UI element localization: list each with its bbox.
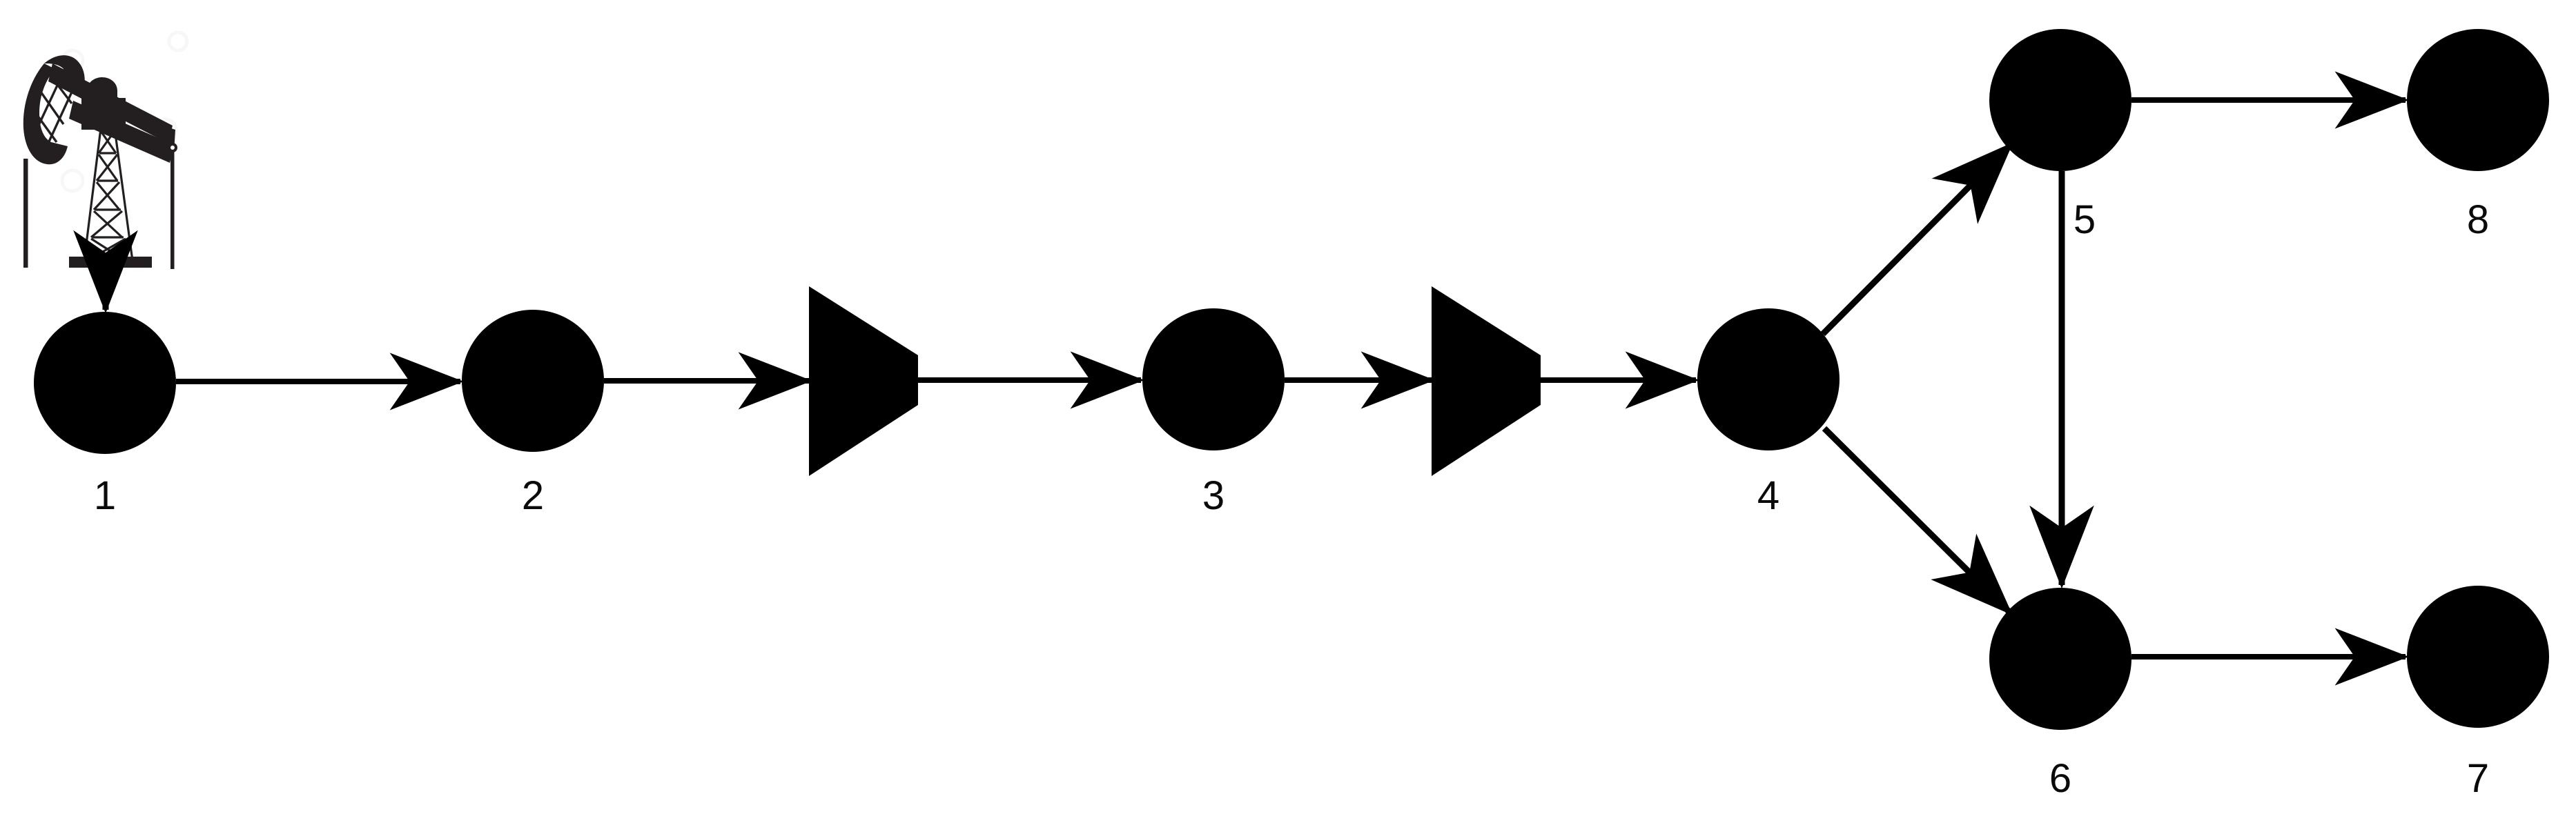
node-8-label: 8 [2467, 197, 2489, 242]
node-4-shape[interactable] [1697, 308, 1840, 450]
node-2-label: 2 [522, 473, 544, 518]
compressor-2-shape[interactable] [1432, 286, 1541, 476]
node-5-label: 5 [2074, 197, 2096, 242]
compressor-1-shape[interactable] [809, 286, 918, 476]
node-5-shape[interactable] [1989, 29, 2131, 171]
oil-pump-jack-icon [23, 55, 177, 269]
node-8-shape[interactable] [2407, 29, 2549, 171]
node-7-label: 7 [2467, 756, 2489, 801]
edge-4-to-5 [1820, 142, 2013, 337]
node-2-shape[interactable] [462, 310, 604, 452]
node-6-shape[interactable] [1989, 588, 2131, 730]
node-1-shape[interactable] [34, 312, 176, 454]
node-6-label: 6 [2049, 756, 2071, 801]
node-3-label: 3 [1202, 473, 1224, 518]
node-1-label: 1 [94, 473, 116, 518]
node-7-shape[interactable] [2407, 586, 2549, 728]
edge-4-to-6 [1822, 426, 2013, 615]
node-3-shape[interactable] [1142, 308, 1285, 450]
node-4-label: 4 [1757, 473, 1779, 518]
